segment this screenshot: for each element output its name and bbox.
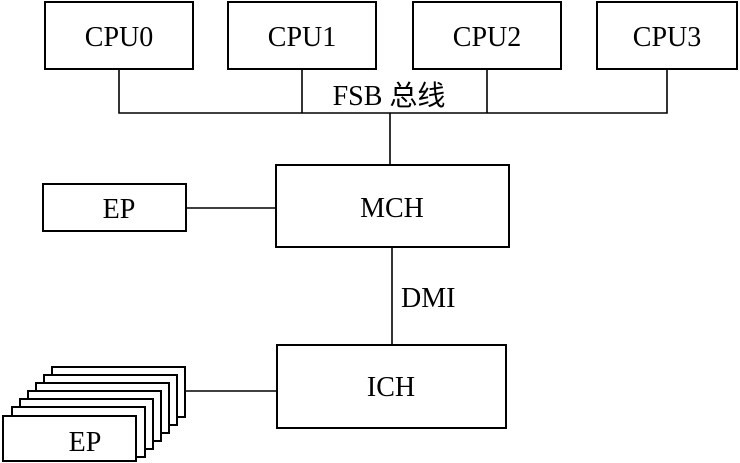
- ich-label: ICH: [367, 372, 415, 403]
- cpu0-label: CPU0: [85, 22, 153, 53]
- ich-node: ICH: [276, 344, 507, 429]
- mch-label: MCH: [360, 193, 424, 224]
- cpu0-node: CPU0: [44, 1, 194, 70]
- cpu3-node: CPU3: [596, 1, 738, 70]
- cpu2-node: CPU2: [412, 1, 562, 70]
- fsb-label: FSB 总线: [333, 80, 446, 112]
- cpu2-label: CPU2: [453, 22, 521, 53]
- cpu3-label: CPU3: [633, 22, 701, 53]
- mch-node: MCH: [275, 164, 510, 248]
- dmi-label: DMI: [401, 283, 455, 314]
- ep-stack-label: EP: [69, 427, 102, 458]
- ep-top-node: EP: [42, 183, 187, 232]
- cpu1-node: CPU1: [227, 1, 377, 70]
- ep-top-label: EP: [103, 194, 136, 225]
- fsb-bus: [118, 69, 668, 165]
- ep-stack: EP: [2, 366, 186, 462]
- cpu1-label: CPU1: [268, 22, 336, 53]
